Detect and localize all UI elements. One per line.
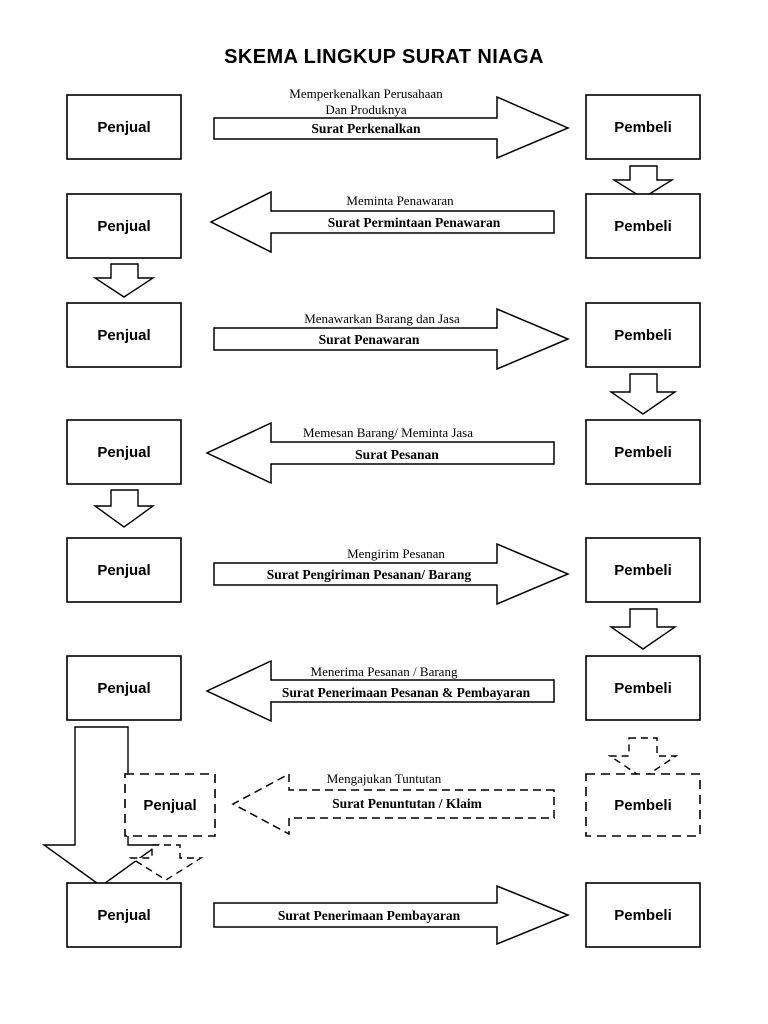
- buyer-box-row-8-label: Pembeli: [614, 907, 672, 924]
- buyer-box-row-2[interactable]: [585, 193, 701, 259]
- buyer-box-row-8[interactable]: [585, 882, 701, 948]
- arrow-left-row-7[interactable]: [231, 772, 555, 836]
- buyer-box-row-7[interactable]: [585, 773, 701, 837]
- seller-box-row-8-label: Penjual: [97, 907, 150, 924]
- seller-box-row-2[interactable]: [66, 193, 182, 259]
- buyer-box-row-4-label: Pembeli: [614, 444, 672, 461]
- row-2-group: Penjual Pembeli Meminta Penawaran Surat …: [66, 190, 701, 259]
- buyer-box-row-5-label: Pembeli: [614, 562, 672, 579]
- row-1-caption-line-2: Dan Produknya: [325, 102, 406, 117]
- seller-box-row-5[interactable]: [66, 537, 182, 603]
- row-2-inner-label: Surat Permintaan Penawaran: [328, 215, 501, 230]
- row-2-caption-line-1: Meminta Penawaran: [346, 193, 454, 208]
- buyer-box-row-6-label: Pembeli: [614, 680, 672, 697]
- seller-box-row-6-label: Penjual: [97, 680, 150, 697]
- seller-box-row-7[interactable]: [124, 773, 216, 837]
- row-3-caption-line-1: Menawarkan Barang dan Jasa: [304, 311, 460, 326]
- arrow-right-row-8[interactable]: [213, 884, 570, 946]
- seller-box-row-1-label: Penjual: [97, 119, 150, 136]
- buyer-box-row-4[interactable]: [585, 419, 701, 485]
- row-8-group: Penjual Pembeli Surat Penerimaan Pembaya…: [66, 882, 701, 948]
- arrow-right-row-1[interactable]: [213, 95, 570, 160]
- row-4-inner-label: Surat Pesanan: [355, 447, 439, 462]
- buyer-box-row-5[interactable]: [585, 537, 701, 603]
- down-arrow-seller-dashed: [128, 844, 204, 881]
- arrow-right-row-3[interactable]: [213, 307, 570, 371]
- buyer-box-row-3-label: Pembeli: [614, 327, 672, 344]
- row-1-inner-label: Surat Perkenalkan: [311, 121, 421, 136]
- seller-box-row-7-label: Penjual: [143, 797, 196, 814]
- seller-box-row-6[interactable]: [66, 655, 182, 721]
- buyer-box-row-3[interactable]: [585, 302, 701, 368]
- arrow-left-row-2[interactable]: [209, 190, 555, 254]
- arrow-left-row-4[interactable]: [205, 421, 555, 485]
- row-1-caption-line-1: Memperkenalkan Perusahaan: [289, 86, 443, 101]
- buyer-box-row-1[interactable]: [585, 94, 701, 160]
- page-title: SKEMA LINGKUP SURAT NIAGA: [224, 46, 544, 68]
- down-arrow-buyer-1: [611, 165, 675, 199]
- row-4-caption-line-1: Memesan Barang/ Meminta Jasa: [303, 425, 473, 440]
- arrow-right-row-5[interactable]: [213, 542, 570, 606]
- seller-box-row-4[interactable]: [66, 419, 182, 485]
- buyer-box-row-7-label: Pembeli: [614, 797, 672, 814]
- seller-box-row-5-label: Penjual: [97, 562, 150, 579]
- down-arrow-seller-long: [41, 726, 161, 887]
- row-5-caption-line-1: Mengirim Pesanan: [347, 546, 445, 561]
- row-3-group: Penjual Pembeli Menawarkan Barang dan Ja…: [66, 302, 701, 371]
- down-arrow-buyer-2: [608, 373, 678, 415]
- row-4-group: Penjual Pembeli Memesan Barang/ Meminta …: [66, 419, 701, 485]
- row-7-caption-line-1: Mengajukan Tuntutan: [327, 771, 442, 786]
- row-6-caption-line-1: Menerima Pesanan / Barang: [311, 664, 458, 679]
- down-arrow-seller-1: [92, 263, 156, 298]
- seller-box-row-2-label: Penjual: [97, 218, 150, 235]
- row-6-inner-label: Surat Penerimaan Pesanan & Pembayaran: [282, 685, 531, 700]
- seller-box-row-8[interactable]: [66, 882, 182, 948]
- row-5-group: Penjual Pembeli Mengirim Pesanan Surat P…: [66, 537, 701, 606]
- seller-box-row-3[interactable]: [66, 302, 182, 368]
- row-8-inner-label: Surat Penerimaan Pembayaran: [278, 908, 461, 923]
- down-arrow-seller-2: [92, 489, 156, 528]
- row-3-inner-label: Surat Penawaran: [319, 332, 420, 347]
- down-arrow-buyer-dashed: [607, 737, 679, 779]
- seller-box-row-1[interactable]: [66, 94, 182, 160]
- seller-box-row-3-label: Penjual: [97, 327, 150, 344]
- buyer-box-row-6[interactable]: [585, 655, 701, 721]
- row-5-inner-label: Surat Pengiriman Pesanan/ Barang: [267, 567, 472, 582]
- buyer-box-row-1-label: Pembeli: [614, 119, 672, 136]
- row-7-inner-label: Surat Penuntutan / Klaim: [332, 796, 482, 811]
- row-7-group: Penjual Pembeli Mengajukan Tuntutan Sura…: [124, 771, 701, 837]
- row-6-group: Penjual Pembeli Menerima Pesanan / Baran…: [66, 655, 701, 723]
- seller-box-row-4-label: Penjual: [97, 444, 150, 461]
- row-1-group: Penjual Pembeli Memperkenalkan Perusahaa…: [66, 86, 701, 160]
- arrow-left-row-6[interactable]: [205, 659, 555, 723]
- buyer-box-row-2-label: Pembeli: [614, 218, 672, 235]
- down-arrow-buyer-3: [608, 608, 678, 650]
